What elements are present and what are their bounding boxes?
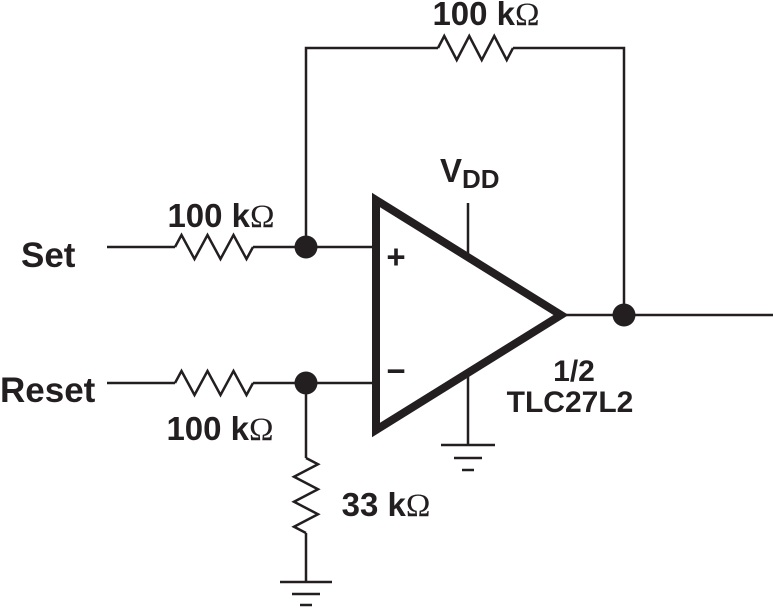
resistor-set-input-label: 100 kΩ bbox=[167, 197, 274, 235]
resistor-divider-unit: Ω bbox=[406, 488, 431, 524]
ground-symbol-divider bbox=[280, 580, 332, 607]
resistor-set-input-symbol bbox=[173, 232, 255, 262]
resistor-set-input-unit: Ω bbox=[250, 199, 275, 235]
vdd-label-subscript: DD bbox=[462, 164, 500, 194]
vdd-supply-label: VDD bbox=[440, 152, 500, 194]
resistor-feedback-symbol bbox=[436, 33, 515, 63]
opamp-noninverting-input-label: + bbox=[386, 238, 405, 275]
resistor-reset-input-unit: Ω bbox=[249, 412, 274, 448]
resistor-feedback-value: 100 k bbox=[432, 0, 515, 32]
vdd-label-main: V bbox=[440, 152, 462, 189]
resistor-divider-label: 33 kΩ bbox=[342, 486, 431, 524]
reset-terminal-label: Reset bbox=[0, 371, 96, 410]
junction-dot-output bbox=[612, 303, 636, 327]
opamp-designator-part-number: TLC27L2 bbox=[507, 386, 634, 419]
resistor-divider-value: 33 k bbox=[342, 486, 407, 523]
resistor-feedback-label: 100 kΩ bbox=[432, 0, 539, 33]
resistor-feedback-unit: Ω bbox=[515, 0, 540, 33]
resistor-reset-input-value: 100 k bbox=[166, 410, 249, 447]
ground-symbol-opamp bbox=[441, 443, 495, 472]
junction-dot-noninverting bbox=[294, 235, 318, 259]
set-terminal-label: Set bbox=[21, 236, 76, 275]
opamp-triangle bbox=[372, 192, 569, 438]
opamp-designator-fraction: 1/2 bbox=[553, 355, 595, 388]
opamp-inverting-input-label: − bbox=[386, 352, 405, 389]
resistor-set-input-value: 100 k bbox=[167, 197, 250, 234]
resistor-divider-symbol bbox=[291, 456, 321, 535]
wire-feedback-loop bbox=[304, 46, 626, 315]
resistor-reset-input-symbol bbox=[173, 368, 255, 398]
resistor-reset-input-label: 100 kΩ bbox=[166, 410, 273, 448]
junction-dot-inverting bbox=[294, 371, 318, 395]
